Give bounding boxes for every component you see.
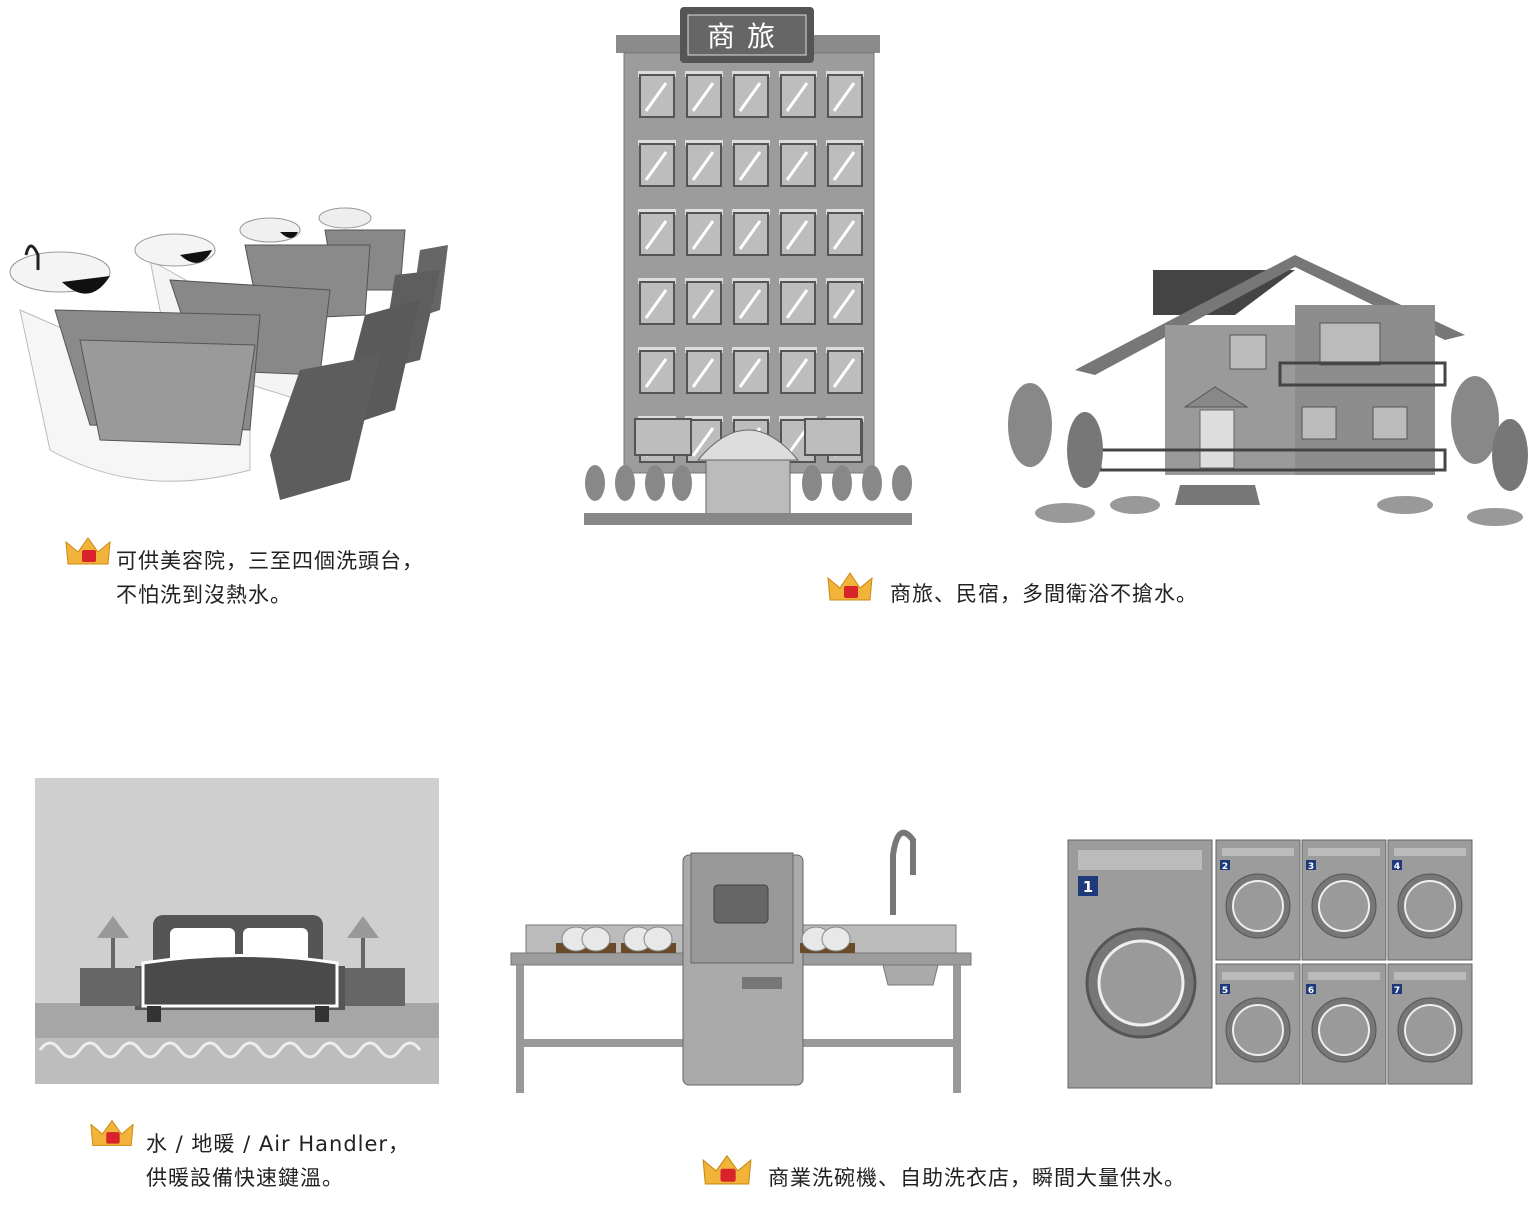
hotel-window — [826, 347, 864, 394]
bedroom-floor-heating-illustration — [35, 778, 439, 1084]
crown-icon — [90, 1119, 134, 1147]
commercial-dishwasher-illustration — [510, 829, 972, 1093]
washer-1-number: 1 — [1083, 878, 1093, 896]
hotel-window — [779, 140, 817, 187]
washer-5-number: 5 — [1222, 986, 1228, 996]
hotel-window — [685, 278, 723, 325]
hotel-window — [826, 140, 864, 187]
washer-4-badge — [1392, 860, 1402, 870]
washer-4: 4 — [1387, 839, 1473, 961]
hotel-window — [685, 209, 723, 256]
hotel-window — [685, 140, 723, 187]
salon-caption: 可供美容院，三至四個洗頭台， 不怕洗到沒熱水。 — [116, 544, 424, 612]
laundromat-washers-illustration: 1 2 3 4 5 6 7 — [1067, 839, 1473, 1089]
hotel-window — [732, 71, 770, 118]
hotel-window — [826, 71, 864, 118]
hotel-sign-text: 商旅 — [707, 20, 787, 53]
washer-3-number: 3 — [1308, 862, 1314, 872]
crown-icon — [827, 572, 873, 601]
hotel-window — [732, 209, 770, 256]
hotel-window — [638, 71, 676, 118]
washer-5-badge — [1220, 984, 1230, 994]
hotel-shrubs — [585, 465, 912, 501]
hotel-window — [732, 278, 770, 325]
heating-caption-line1: 水 / 地暖 / Air Handler， — [146, 1132, 411, 1156]
hotel-window — [638, 140, 676, 187]
hotel-building-illustration: 商旅 — [584, 7, 912, 525]
commercial-caption-line1: 商業洗碗機、自助洗衣店，瞬間大量供水。 — [768, 1166, 1186, 1190]
hotel-windows — [634, 71, 864, 463]
washer-4-number: 4 — [1394, 862, 1400, 872]
salon-chairs-illustration — [9, 207, 448, 500]
hotel-window — [779, 278, 817, 325]
washer-2-badge — [1220, 860, 1230, 870]
washer-7: 7 — [1387, 963, 1473, 1085]
washer-2-number: 2 — [1222, 862, 1228, 872]
salon-caption-line2: 不怕洗到沒熱水。 — [116, 583, 292, 607]
hotel-caption-line1: 商旅、民宿，多間衛浴不搶水。 — [890, 582, 1198, 606]
crown-icon — [65, 537, 111, 565]
washer-3: 3 — [1301, 839, 1387, 961]
washer-5: 5 — [1215, 963, 1301, 1085]
house-trees — [1008, 376, 1528, 526]
hotel-window — [826, 209, 864, 256]
hotel-window — [826, 278, 864, 325]
heating-caption: 水 / 地暖 / Air Handler， 供暖設備快速鍵溫。 — [146, 1127, 410, 1195]
washer-3-badge — [1306, 860, 1316, 870]
guesthouse-illustration — [1008, 255, 1528, 526]
hotel-window — [732, 347, 770, 394]
hotel-window — [804, 418, 862, 456]
hotel-window — [685, 71, 723, 118]
hotel-window — [638, 347, 676, 394]
heating-caption-line2: 供暖設備快速鍵溫。 — [146, 1166, 344, 1190]
commercial-caption: 商業洗碗機、自助洗衣店，瞬間大量供水。 — [768, 1161, 1186, 1195]
washer-7-number: 7 — [1394, 986, 1400, 996]
hotel-window — [732, 140, 770, 187]
salon-caption-line1: 可供美容院，三至四個洗頭台， — [116, 549, 424, 573]
hotel-window — [634, 418, 692, 456]
small-washers: 2 3 4 5 6 7 — [1215, 839, 1473, 1085]
washer-1-badge — [1078, 876, 1098, 896]
hotel-window — [638, 209, 676, 256]
hotel-window — [638, 278, 676, 325]
hotel-window — [779, 347, 817, 394]
crown-icon — [702, 1154, 752, 1185]
hotel-window — [779, 209, 817, 256]
salon-chair-1 — [9, 244, 380, 500]
dish-racks — [556, 926, 855, 953]
washer-2: 2 — [1215, 839, 1301, 961]
washer-6: 6 — [1301, 963, 1387, 1085]
washer-7-badge — [1392, 984, 1402, 994]
hotel-caption: 商旅、民宿，多間衛浴不搶水。 — [890, 577, 1198, 611]
washer-6-badge — [1306, 984, 1316, 994]
hotel-window — [779, 71, 817, 118]
hotel-window — [685, 347, 723, 394]
washer-6-number: 6 — [1308, 986, 1314, 996]
